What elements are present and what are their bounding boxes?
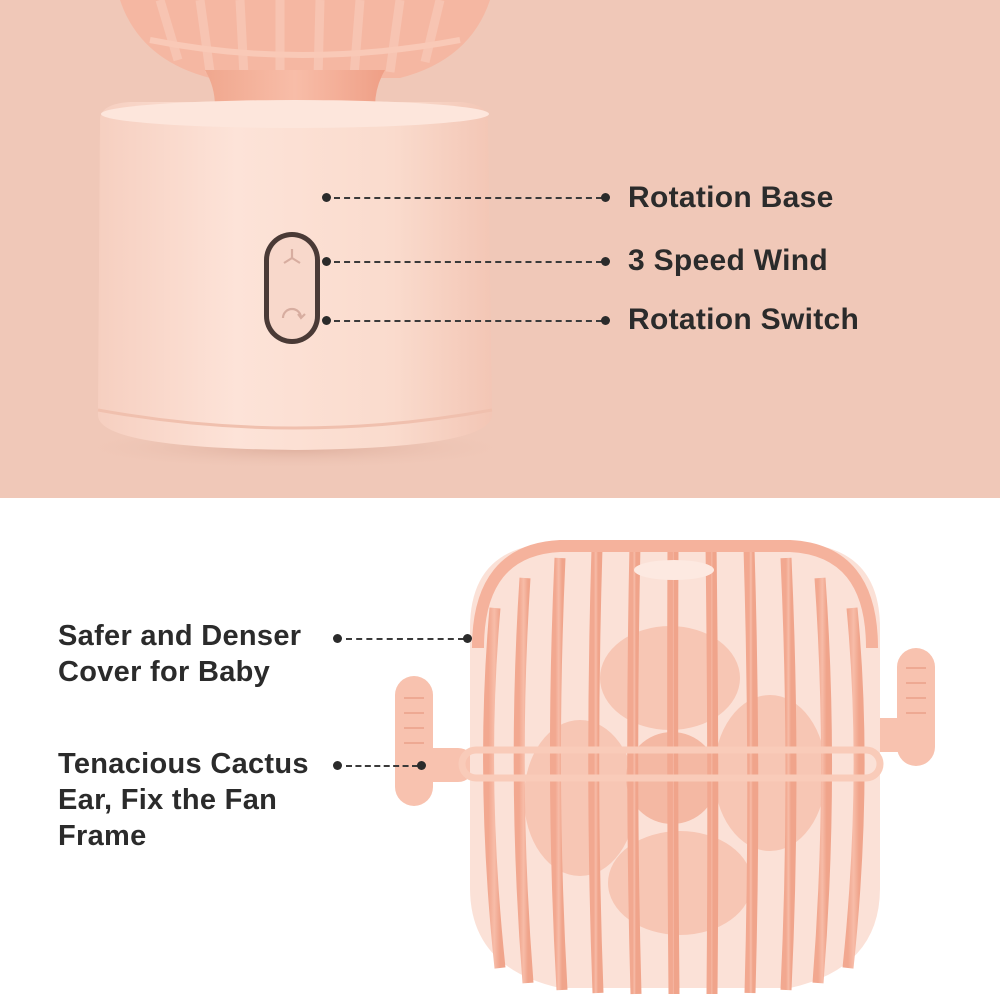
cactus-cage-panel: Safer and Denser Cover for Baby Tenaciou… xyxy=(0,498,1000,1000)
cactus-ear-label-line-1: Tenacious Cactus xyxy=(58,748,309,780)
cover-label: Safer and Denser Cover for Baby xyxy=(58,618,301,690)
cactus-ear-label-line-3: Frame xyxy=(58,820,147,852)
cactus-fan-illustration xyxy=(395,540,935,995)
fan-base-illustration xyxy=(65,0,525,470)
cover-label-line-1: Safer and Denser xyxy=(58,620,302,652)
rotation-base-leader xyxy=(334,197,602,199)
cover-label-line-2: Cover for Baby xyxy=(58,656,271,688)
speed-wind-label: 3 Speed Wind xyxy=(628,244,829,277)
cactus-ear-left xyxy=(395,676,475,806)
cover-dot xyxy=(333,634,342,643)
rotation-base-panel: Rotation Base 3 Speed Wind Rotation Swit… xyxy=(0,0,1000,498)
cover-leader xyxy=(346,638,464,640)
rotation-base-end-dot xyxy=(601,193,610,202)
fan-speed-icon xyxy=(283,249,301,264)
top-plate xyxy=(634,560,714,580)
fan-cage-bottom xyxy=(120,0,490,79)
cactus-ear-leader xyxy=(346,765,418,767)
cage-ring xyxy=(458,746,884,782)
speed-wind-end-dot xyxy=(601,257,610,266)
speed-wind-dot xyxy=(322,257,331,266)
fan-cage xyxy=(472,540,878,995)
rotation-switch-end-dot xyxy=(601,316,610,325)
control-button xyxy=(264,232,320,344)
rotation-icon xyxy=(281,307,306,320)
cactus-ear-end-dot xyxy=(417,761,426,770)
rotation-switch-leader xyxy=(334,320,602,322)
cactus-ear-dot xyxy=(333,761,342,770)
rotation-base-dot xyxy=(322,193,331,202)
cactus-ear-label-line-2: Ear, Fix the Fan xyxy=(58,784,278,816)
rotation-switch-dot xyxy=(322,316,331,325)
speed-wind-leader xyxy=(334,261,602,263)
rotation-base-label: Rotation Base xyxy=(628,181,834,214)
cover-end-dot xyxy=(463,634,472,643)
cactus-ear-label: Tenacious Cactus Ear, Fix the Fan Frame xyxy=(58,746,309,854)
rotation-switch-label: Rotation Switch xyxy=(628,303,860,336)
